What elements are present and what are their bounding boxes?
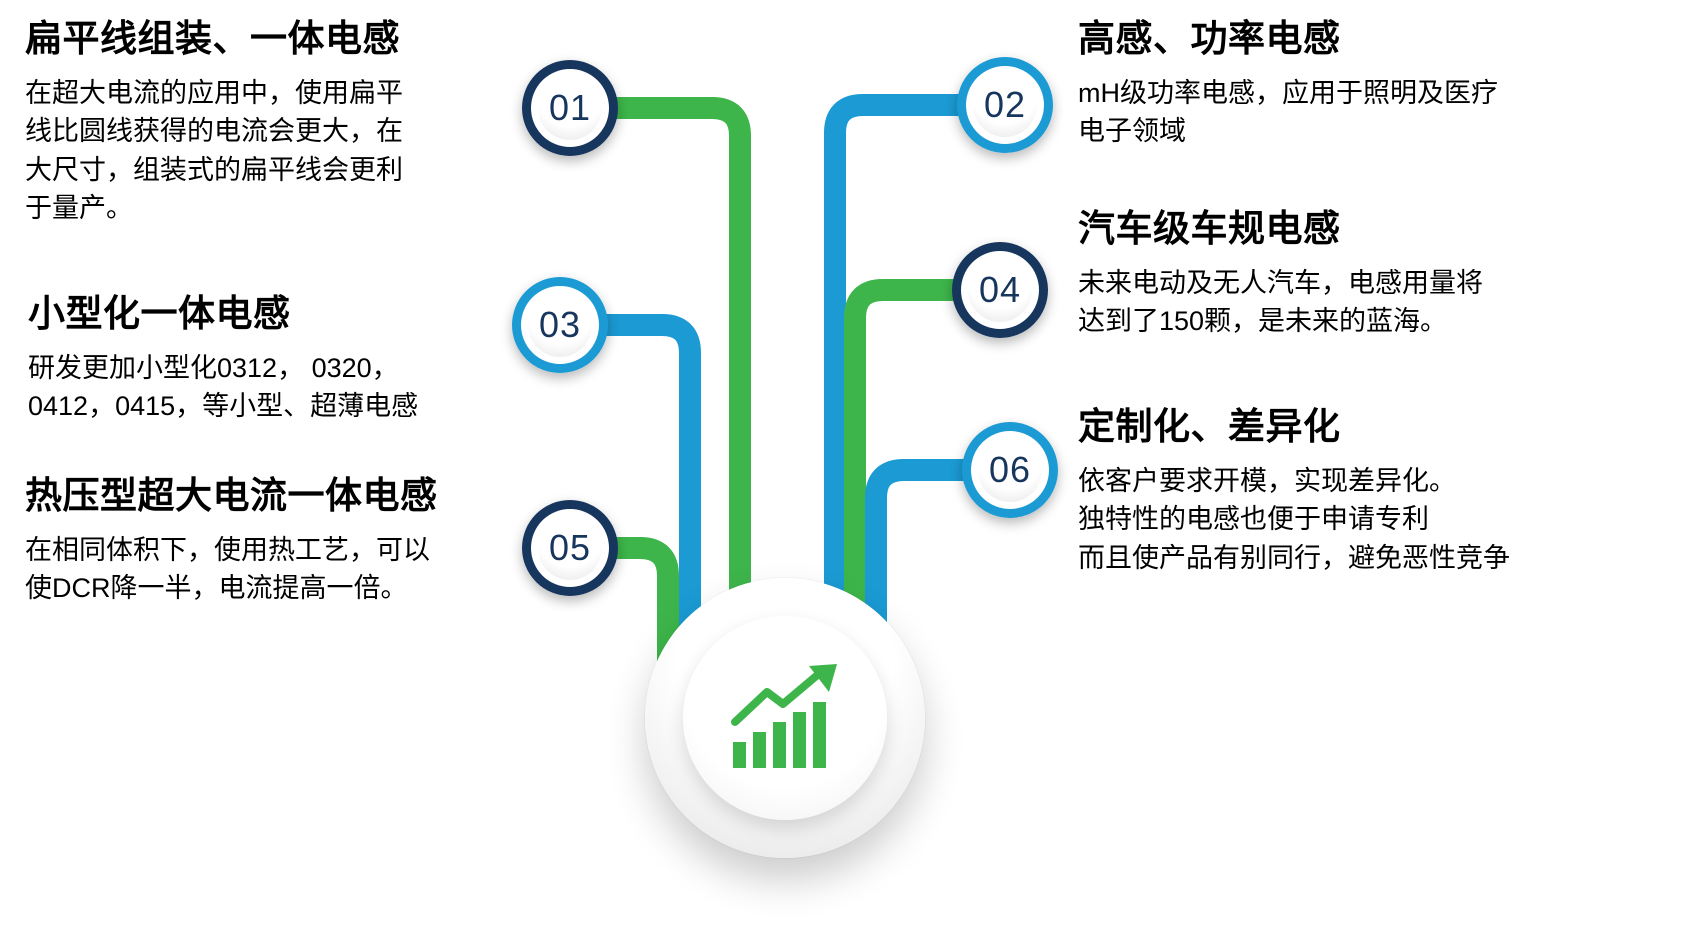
feature-block-02: 高感、功率电感 mH级功率电感，应用于照明及医疗 电子领域 (1078, 8, 1638, 151)
feature-block-01: 扁平线组装、一体电感 在超大电流的应用中，使用扁平 线比圆线获得的电流会更大，在… (25, 8, 505, 227)
node-badge-02: 02 (957, 57, 1053, 153)
feature-block-06: 定制化、差异化 依客户要求开模，实现差异化。 独特性的电感也便于申请专利 而且使… (1078, 396, 1678, 577)
feature-body: 在超大电流的应用中，使用扁平 线比圆线获得的电流会更大，在 大尺寸，组装式的扁平… (25, 78, 403, 223)
node-number: 05 (548, 527, 592, 568)
feature-block-05: 热压型超大电流一体电感 在相同体积下，使用热工艺，可以 使DCR降一半，电流提高… (25, 465, 525, 608)
node-number: 04 (978, 269, 1022, 310)
node-number: 06 (988, 449, 1032, 490)
feature-body: 在相同体积下，使用热工艺，可以 使DCR降一半，电流提高一倍。 (25, 535, 430, 604)
node-badge-04: 04 (952, 242, 1048, 338)
feature-body: mH级功率电感，应用于照明及医疗 电子领域 (1078, 78, 1498, 147)
feature-title: 汽车级车规电感 (1078, 208, 1341, 249)
connector-03 (549, 314, 701, 671)
feature-title: 扁平线组装、一体电感 (25, 18, 400, 59)
center-hub-inner (683, 616, 887, 820)
feature-body: 未来电动及无人汽车，电感用量将 达到了150颗，是未来的蓝海。 (1078, 268, 1483, 337)
feature-title: 定制化、差异化 (1078, 406, 1341, 447)
feature-title: 热压型超大电流一体电感 (25, 475, 438, 516)
connector-02 (824, 94, 1016, 661)
feature-block-04: 汽车级车规电感 未来电动及无人汽车，电感用量将 达到了150颗，是未来的蓝海。 (1078, 198, 1638, 341)
node-number: 01 (548, 87, 592, 128)
node-badge-05: 05 (522, 500, 618, 596)
feature-block-03: 小型化一体电感 研发更加小型化0312， 0320， 0412，0415，等小型… (28, 283, 508, 426)
feature-body: 研发更加小型化0312， 0320， 0412，0415，等小型、超薄电感 (28, 353, 419, 422)
node-number: 03 (538, 304, 582, 345)
center-hub (645, 578, 925, 858)
node-badge-01: 01 (522, 60, 618, 156)
growth-bar-chart-icon (731, 664, 837, 768)
connector-06 (865, 459, 1021, 671)
node-badge-06: 06 (962, 422, 1058, 518)
feature-title: 高感、功率电感 (1078, 18, 1341, 59)
connector-01 (559, 97, 751, 666)
node-number: 02 (983, 84, 1027, 125)
feature-body: 依客户要求开模，实现差异化。 独特性的电感也便于申请专利 而且使产品有别同行，避… (1078, 466, 1510, 573)
node-badge-03: 03 (512, 277, 608, 373)
connector-05 (559, 537, 679, 676)
feature-title: 小型化一体电感 (28, 293, 291, 334)
connector-04 (844, 279, 1011, 666)
